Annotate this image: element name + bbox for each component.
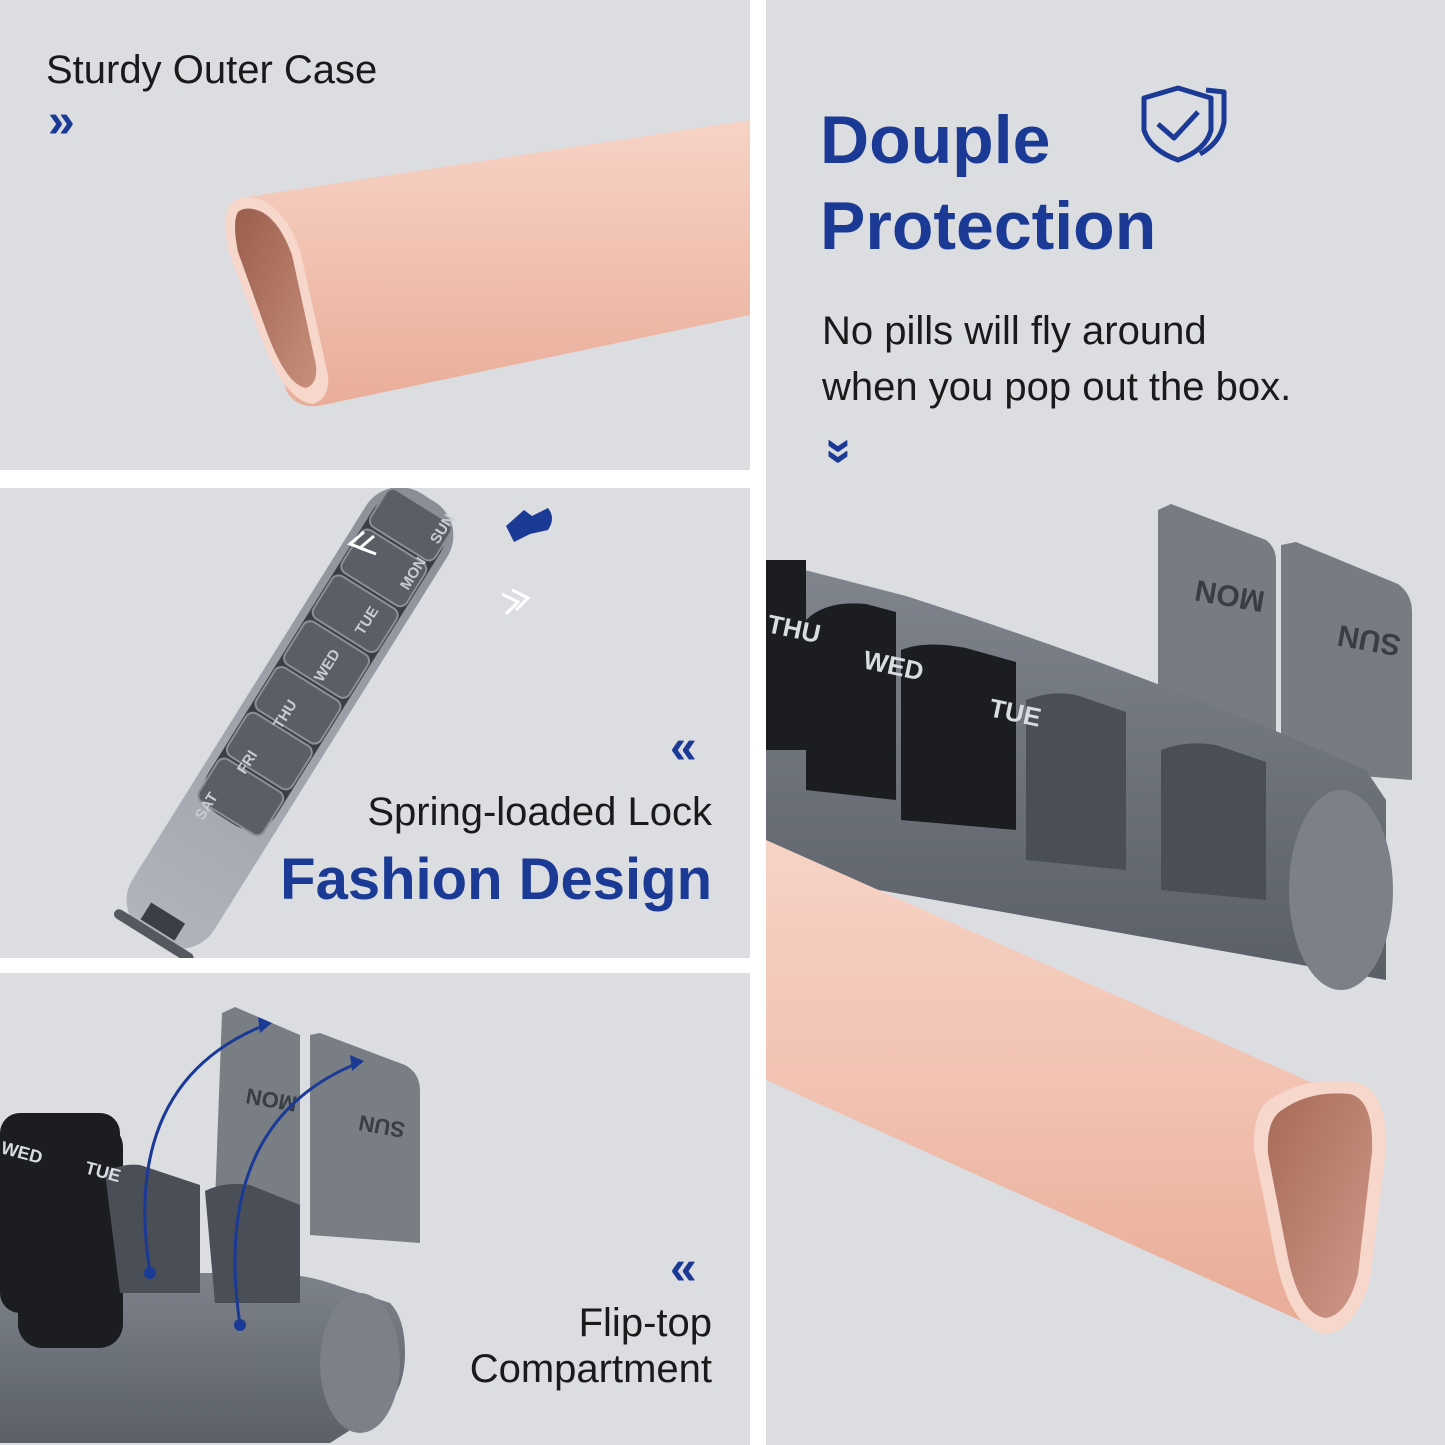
protection-body-line2: when you pop out the box. (822, 365, 1292, 409)
arrow-double-right-icon (501, 588, 531, 616)
protection-title-line2: Protection (820, 188, 1157, 264)
flip-top-panel: WED TUE MON SUN « Flip-top Compartment (0, 973, 750, 1445)
double-shield-check-icon (1141, 85, 1227, 163)
double-protection-panel: Douple Protection (766, 0, 1445, 1445)
protection-body-line1: No pills will fly around (822, 309, 1207, 353)
chevron-left-icon: « (670, 721, 697, 774)
spring-lock-subtitle: Spring-loaded Lock (367, 790, 712, 834)
finger-pointer-icon (506, 508, 552, 542)
chevron-right-icon: » (48, 95, 75, 148)
outer-case-panel: Sturdy Outer Case » (0, 0, 750, 470)
chevron-left-icon: « (670, 1242, 697, 1295)
flip-arrows (143, 1023, 359, 1326)
rose-gold-tube-image (225, 120, 750, 407)
outer-case-title: Sturdy Outer Case (46, 48, 378, 92)
pill-organizer-open-image: WED TUE MON SUN (0, 1007, 420, 1443)
flip-top-title-line1: Flip-top (578, 1301, 712, 1345)
spring-lock-panel: SUN MON TUE WED THU FRI SAT « Spring-loa… (0, 488, 750, 958)
flip-top-title-line2: Compartment (469, 1347, 712, 1391)
pill-organizer-closed-image: SUN MON TUE WED THU FRI SAT (114, 488, 552, 958)
protection-title-line1: Douple (820, 102, 1051, 178)
protection-artwork: THU WED TUE MON SUN (766, 85, 1412, 1334)
arrow-double-left-icon (347, 530, 377, 556)
fashion-design-title: Fashion Design (280, 847, 712, 912)
chevron-down-icon: » (814, 438, 867, 465)
